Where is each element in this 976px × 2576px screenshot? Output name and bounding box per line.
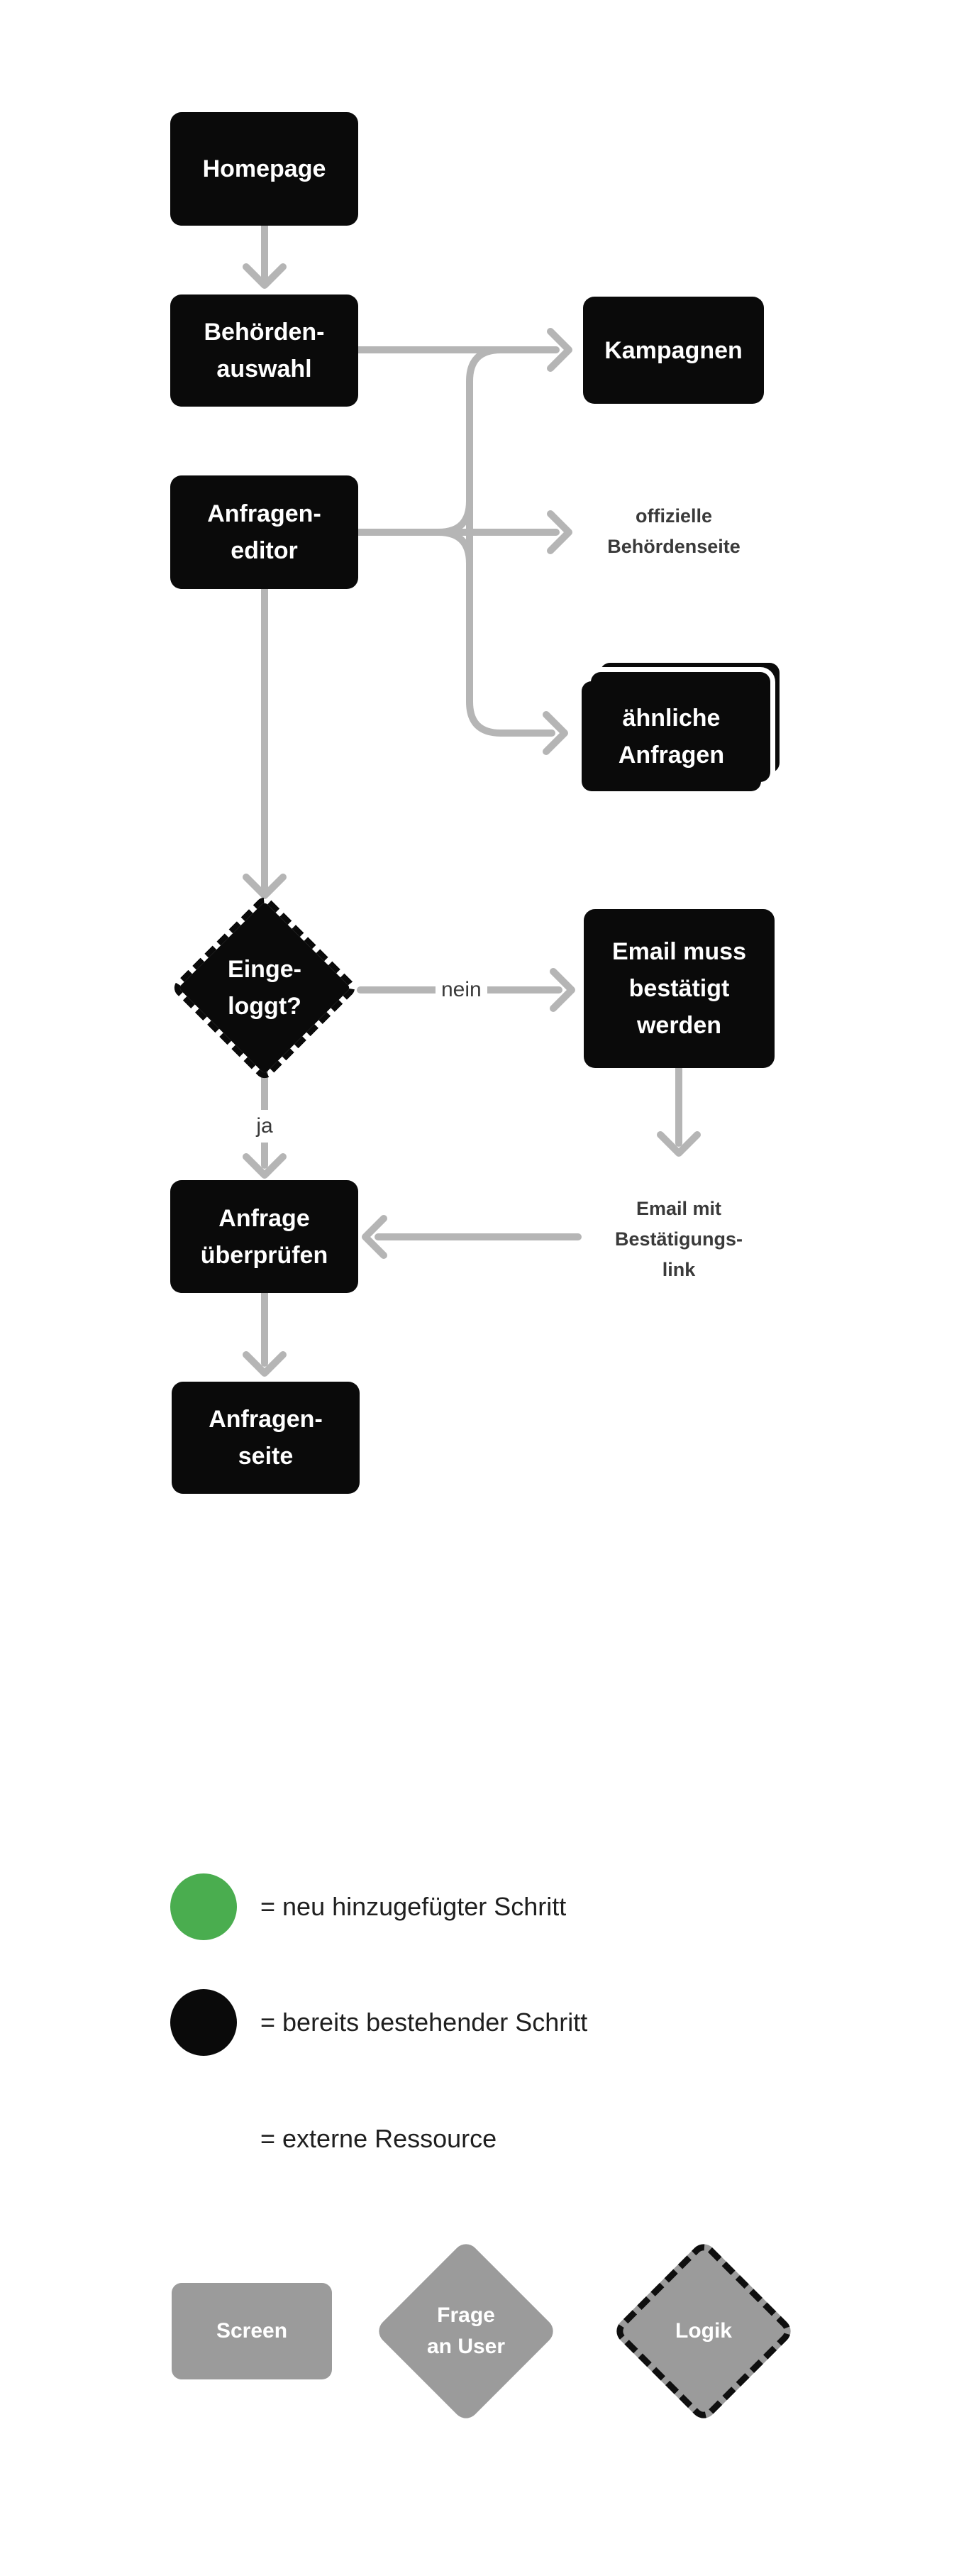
flow-node-anfrage-ueberpruefen: Anfrage überprüfen [170,1180,358,1293]
arrowhead-right-icon [547,328,572,372]
node-label-line: werden [636,1012,722,1039]
key-shape-screen: Screen [172,2283,332,2379]
arrowhead-right-icon [550,968,575,1012]
node-label-line: seite [238,1443,294,1470]
external-resource-email-mit-bestaetigungslink: Email mit Bestätigungs- link [565,1194,792,1285]
edge-label-ja: ja [243,1110,286,1143]
node-label-line: Einge- [228,956,301,983]
legend-black-circle-icon [170,1989,237,2056]
edge-trunk-join-upper [435,497,473,536]
arrowhead-down-icon [243,1351,287,1377]
node-label-line: editor [231,537,298,564]
flow-node-kampagnen: Kampagnen [583,297,764,404]
key-label-line: Logik [675,2319,732,2343]
decision-label-eingeloggt: Einge- loggt? [170,951,359,1025]
edge-label-nein: nein [436,974,487,1006]
node-label-line: Email muss [612,938,746,965]
edge-trunk-join-lower [435,529,473,567]
label-line: Email mit [636,1198,722,1219]
flow-node-aehnliche-anfragen: ähnliche Anfragen [582,681,761,791]
node-label: Homepage [202,155,326,182]
node-label-line: Anfragen- [207,500,321,527]
label-line: offizielle [635,505,712,527]
external-resource-offizielle-behoerdenseite: offizielle Behördenseite [560,501,787,562]
key-label-line: an User [426,2335,506,2358]
node-label: Kampagnen [604,336,743,364]
arrowhead-down-icon [243,1153,287,1179]
label-line: Bestätigungs- [614,1228,743,1250]
flow-node-homepage: Homepage [170,112,358,226]
key-label-line: Frage [437,2303,495,2327]
arrowhead-right-icon [547,510,572,554]
key-label-frage-an-user: Frage an User [395,2300,537,2362]
label-line: link [662,1259,696,1280]
legend-item-existing-step: = bereits bestehender Schritt [260,2008,588,2037]
node-label-line: überprüfen [200,1241,328,1269]
key-label-logik: Logik [633,2316,775,2347]
node-label-line: loggt? [228,993,301,1020]
node-label-line: auswahl [216,356,312,382]
flow-node-anfrageneditor: Anfragen- editor [170,475,358,589]
edge-trunk-aehnliche-anfragen [466,346,555,737]
arrowhead-down-icon [243,263,287,289]
flow-node-anfragenseite: Anfragen- seite [172,1382,360,1494]
key-label-screen: Screen [216,2319,288,2343]
node-label-line: Anfrage [218,1204,310,1232]
node-label-line: Behörden- [204,319,325,346]
node-label-line: bestätigt [628,975,730,1002]
label-line: Behördenseite [607,536,741,557]
arrowhead-right-icon [543,711,568,755]
legend-item-external-resource: = externe Ressource [260,2124,497,2153]
node-label-line: Anfragen- [209,1406,323,1433]
flow-node-behoerdenauswahl: Behörden- auswahl [170,295,358,407]
arrowhead-down-icon [657,1131,701,1157]
node-label-line: Anfragen [618,741,725,769]
flow-node-email-muss-bestaetigt-werden: Email muss bestätigt werden [584,909,775,1068]
arrowhead-down-icon [243,874,287,899]
legend-item-new-step: = neu hinzugefügter Schritt [260,1892,567,1921]
arrowhead-left-icon [362,1215,387,1259]
node-label-line: ähnliche [622,704,721,732]
legend-green-circle-icon [170,1873,237,1940]
